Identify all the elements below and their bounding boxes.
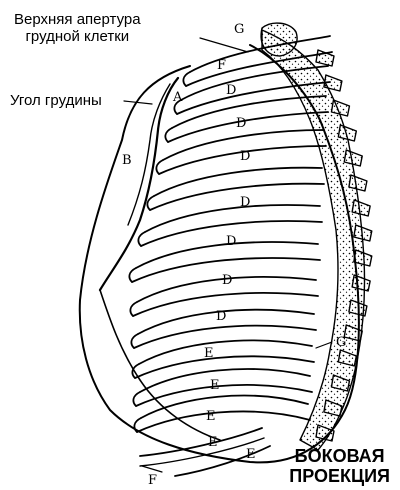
- leader-g-side: [316, 342, 332, 348]
- rib-lower-edge: [137, 411, 310, 432]
- rib-upper-edge: [139, 340, 312, 364]
- label-sternal-angle: Угол грудины: [10, 92, 102, 109]
- letter-e-5: E: [246, 447, 256, 462]
- letter-d-4: D: [240, 195, 250, 210]
- rib-lower-edge: [135, 356, 314, 378]
- letter-a: A: [172, 90, 183, 105]
- rib-upper-edge: [140, 369, 310, 392]
- rib-lower-edge: [150, 184, 324, 210]
- sternum: [100, 78, 178, 290]
- rib-upper-edge: [145, 205, 320, 232]
- letter-d-6: D: [222, 273, 232, 288]
- letter-f-top: F: [217, 58, 226, 73]
- label-upper-thoracic-aperture-line-1: Верхняя апертура: [14, 11, 141, 28]
- letter-f-bottom: F: [148, 473, 157, 488]
- letter-b: B: [122, 153, 132, 168]
- leader-f-bottom: [142, 466, 162, 472]
- rib-lower-edge: [168, 112, 328, 142]
- rib-upper-edge: [154, 168, 322, 196]
- letter-e-3: E: [206, 409, 216, 424]
- view-title: БОКОВАЯ ПРОЕКЦИЯ: [289, 446, 390, 486]
- letter-e-4: E: [208, 435, 218, 450]
- view-title-line-2: ПРОЕКЦИЯ: [289, 466, 390, 486]
- letter-e-2: E: [210, 378, 220, 393]
- letter-d-7: D: [216, 309, 226, 324]
- view-title-line-1: БОКОВАЯ: [289, 446, 390, 466]
- letter-d-3: D: [240, 149, 250, 164]
- label-upper-thoracic-aperture: Верхняя апертура грудной клетки: [14, 11, 141, 45]
- letter-d-1: D: [226, 83, 236, 98]
- letter-e-1: E: [204, 346, 214, 361]
- label-upper-thoracic-aperture-line-2: грудной клетки: [14, 28, 141, 45]
- leader-upper-aperture: [200, 38, 248, 52]
- letter-d-5: D: [226, 234, 236, 249]
- letter-d-2: D: [236, 116, 246, 131]
- rib-lower-edge: [134, 326, 316, 348]
- first-rib-head: [261, 23, 297, 56]
- letter-g-side: G: [336, 335, 346, 350]
- letter-g-top: G: [234, 22, 244, 37]
